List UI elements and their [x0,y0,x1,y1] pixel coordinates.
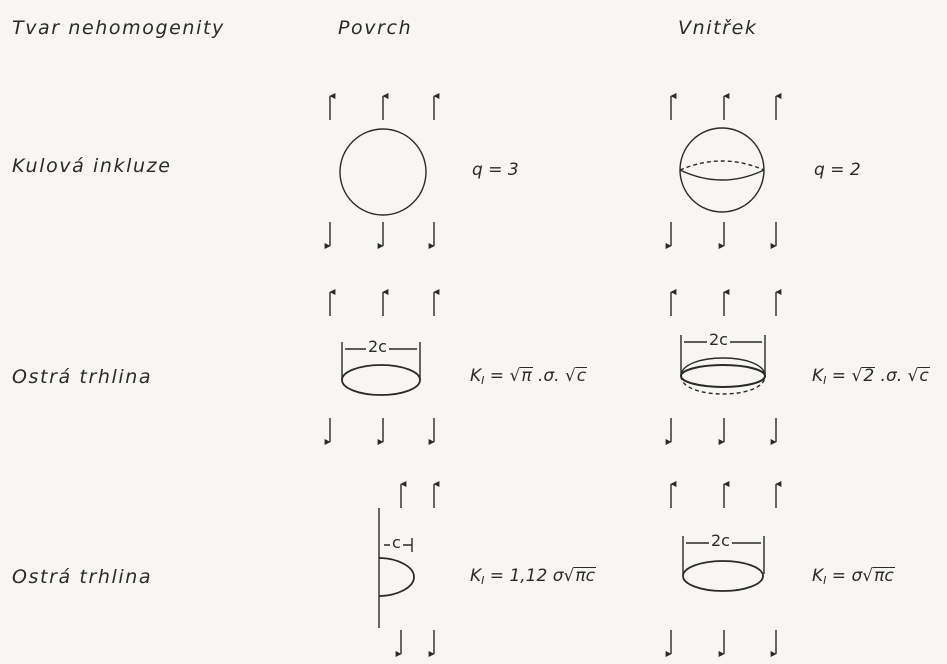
edge-crack-dim-label: c [390,533,403,552]
sqrt-sign: √ [564,366,576,386]
formula-coefficient: = σ [826,566,863,586]
penny-crack-dim-label: 2c [709,531,732,550]
interior-sphere [679,127,765,213]
stress-arrows-up [670,93,782,120]
formula-k: K [812,366,824,386]
sqrt-sign: √ [851,366,863,386]
stress-arrows-down [324,222,435,249]
interior-stress-concentration: q = 2 [814,160,861,180]
formula-sigma: .σ. [532,366,565,386]
sqrt-sign: √ [509,366,521,386]
formula-subscript: I [823,374,827,387]
sphere-equator-front [679,169,765,181]
stress-arrows-up [670,289,782,316]
formula-subscript: I [481,574,485,587]
surface-crack-drawing [324,289,440,445]
row-label-spherical-inclusion: Kulová inkluze [12,155,172,177]
interior-crack-upper [680,357,766,377]
surface-crack-ellipse [341,364,421,396]
interior-crack-drawing [665,289,782,445]
interior-penny-crack-drawing [665,481,782,657]
stress-arrows-up [329,289,440,316]
surface-edge-crack-drawing [378,481,440,657]
sqrt-sign: √ [907,366,919,386]
sqrt-sign: √ [563,566,575,586]
row-label-sharp-crack-2: Ostrá trhlina [12,566,153,588]
formula-sigma: .σ. [875,366,908,386]
interior-crack-ellipse [680,364,766,388]
stress-arrows-down [665,418,777,445]
formula-coefficient: = 1,12 σ [484,566,564,586]
sqrt-radicand: πc [574,566,596,586]
sqrt-radicand: π [520,366,533,386]
formula-k: K [470,366,482,386]
surface-crack-dim-label: 2c [366,337,389,356]
interior-penny-ellipse [682,560,764,592]
header-interior: Vnitřek [678,17,758,39]
interior-crack-formula: KI = √2 .σ. √c [812,366,930,387]
formula-equals: = [484,366,510,386]
stress-arrows-up [400,481,440,508]
stress-arrows-up [329,93,440,120]
formula-subscript: I [823,574,827,587]
interior-crack-lower [680,375,766,395]
stress-arrows-down [324,418,435,445]
formula-k: K [812,566,824,586]
interior-crack-dim-label: 2c [707,330,730,349]
surface-crack-formula: KI = √π .σ. √c [470,366,588,387]
sqrt-sign: √ [862,566,874,586]
edge-crack-formula: KI = 1,12 σ√πc [470,566,596,587]
surface-sphere-drawing [324,93,440,249]
stress-arrows-down [665,630,777,657]
formula-equals: = [826,366,852,386]
interior-sphere-drawing [665,93,782,249]
sqrt-radicand: πc [873,566,895,586]
formula-subscript: I [481,374,485,387]
formula-k: K [470,566,482,586]
penny-crack-formula: KI = σ√πc [812,566,895,587]
sqrt-radicand: c [575,366,588,386]
surface-circle [339,128,427,216]
stress-arrows-up [670,481,782,508]
row-label-sharp-crack-1: Ostrá trhlina [12,366,153,388]
stress-arrows-down [665,222,777,249]
edge-crack-notch [378,557,415,597]
header-shape: Tvar nehomogenity [12,17,225,39]
surface-stress-concentration: q = 3 [472,160,519,180]
sqrt-radicand: c [918,366,930,386]
sphere-equator-back [679,160,765,171]
stress-arrows-down [395,630,435,657]
sqrt-radicand: 2 [862,366,876,386]
header-surface: Povrch [338,17,413,39]
